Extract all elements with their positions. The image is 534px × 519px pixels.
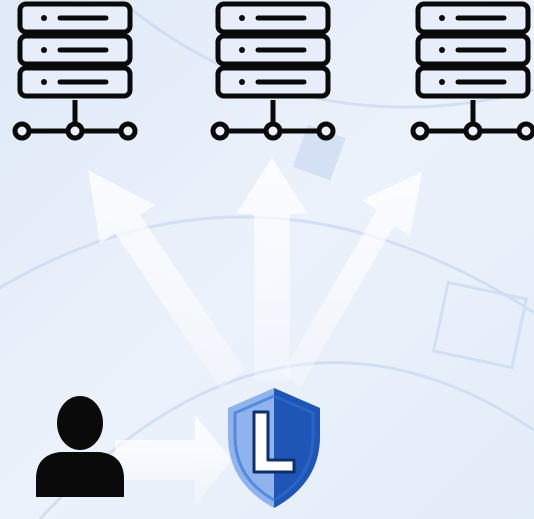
server-unit	[415, 65, 531, 99]
server-2-icon	[210, 1, 336, 141]
server-unit	[215, 1, 331, 35]
arrow-user-to-gateway	[115, 415, 232, 505]
server-connector	[12, 100, 138, 141]
server-connector	[210, 100, 336, 141]
server-unit	[415, 1, 531, 35]
server-unit	[415, 33, 531, 67]
server-unit	[17, 1, 133, 35]
server-unit	[215, 65, 331, 99]
connection-arrows	[88, 158, 422, 505]
server-unit	[17, 33, 133, 67]
server-unit	[17, 65, 133, 99]
server-1-icon	[12, 1, 138, 141]
shield-letter-l	[252, 410, 296, 474]
user-icon	[36, 396, 124, 497]
arrow-to-server-2	[236, 158, 308, 380]
arrow-to-server-1	[88, 170, 245, 388]
server-connector	[410, 100, 534, 141]
arrow-to-server-3	[283, 172, 422, 388]
shield-icon	[228, 388, 320, 508]
server-3-icon	[410, 1, 534, 141]
server-unit	[215, 33, 331, 67]
